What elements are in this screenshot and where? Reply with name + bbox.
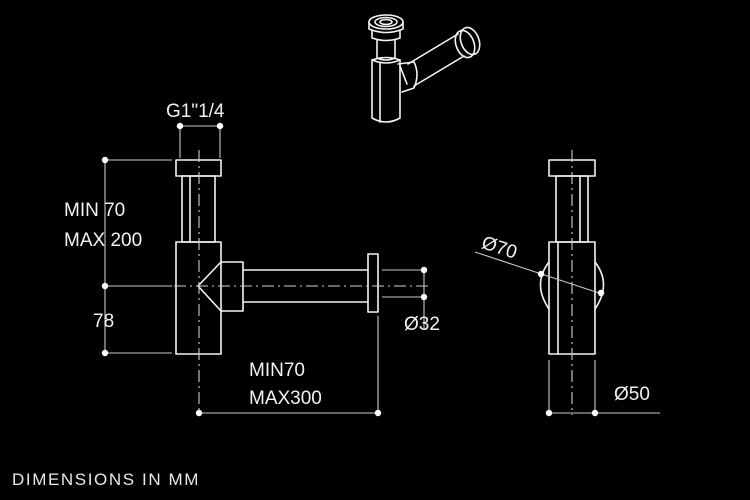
height-max-label: MAX 200 (64, 230, 143, 251)
outlet-diameter-label: Ø32 (404, 314, 440, 335)
reach-min-label: MIN70 (249, 360, 305, 381)
center-lines (130, 150, 573, 415)
dimension-lines (104, 125, 660, 414)
units-note: DIMENSIONS IN MM (12, 470, 201, 489)
inlet-thread-label: G1"1/4 (166, 101, 225, 122)
reach-max-label: MAX300 (249, 388, 322, 409)
isometric-view (368, 14, 481, 123)
outlet-height-label: 78 (93, 311, 115, 332)
body-diameter-label: Ø50 (614, 384, 650, 405)
side-view (175, 159, 379, 355)
height-min-label: MIN 70 (64, 200, 126, 221)
dimension-points (101, 122, 605, 417)
